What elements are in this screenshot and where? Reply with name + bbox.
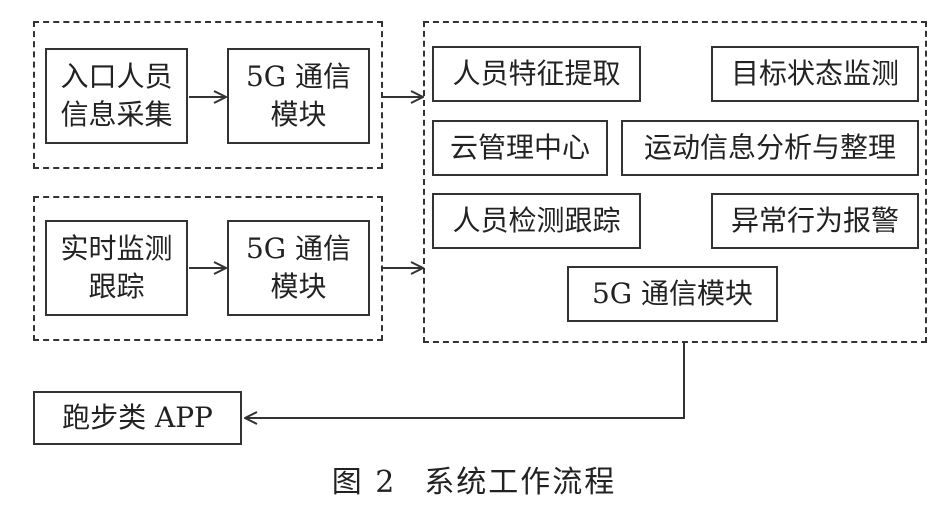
figure-number: 图 2 (331, 465, 397, 500)
comm-module-box-1: 5G 通信 模块 (227, 48, 370, 144)
cloud-center-box: 云管理中心 (432, 120, 608, 176)
comm-module-1-line1: 5G 通信 (245, 60, 352, 93)
cloud-group (423, 21, 927, 343)
figure-caption: 图 2 系统工作流程 (0, 457, 948, 501)
comm-module-1-line2: 模块 (270, 98, 327, 131)
comm-module-2-line2: 模块 (270, 270, 327, 303)
feature-extract-box: 人员特征提取 (432, 46, 641, 102)
monitor-box: 实时监测 跟踪 (45, 220, 188, 316)
cloud-comm-module-box: 5G 通信模块 (567, 266, 778, 322)
monitor-line2: 跟踪 (88, 270, 145, 303)
entry-info-line2: 信息采集 (60, 98, 173, 131)
target-monitor-box: 目标状态监测 (711, 46, 919, 102)
person-detect-box: 人员检测跟踪 (432, 193, 641, 249)
monitor-group (33, 196, 383, 341)
monitor-line1: 实时监测 (60, 232, 173, 265)
abnormal-alarm-box: 异常行为报警 (711, 193, 919, 249)
running-app-box: 跑步类 APP (33, 391, 242, 445)
entry-info-box: 入口人员 信息采集 (45, 48, 188, 144)
figure-title: 系统工作流程 (424, 465, 617, 500)
entry-group (33, 21, 383, 169)
comm-module-box-2: 5G 通信 模块 (227, 220, 370, 316)
entry-info-line1: 入口人员 (60, 60, 173, 93)
motion-analysis-box: 运动信息分析与整理 (621, 120, 919, 176)
comm-module-2-line1: 5G 通信 (245, 232, 352, 265)
arrow-cloud-to-app (245, 343, 685, 418)
